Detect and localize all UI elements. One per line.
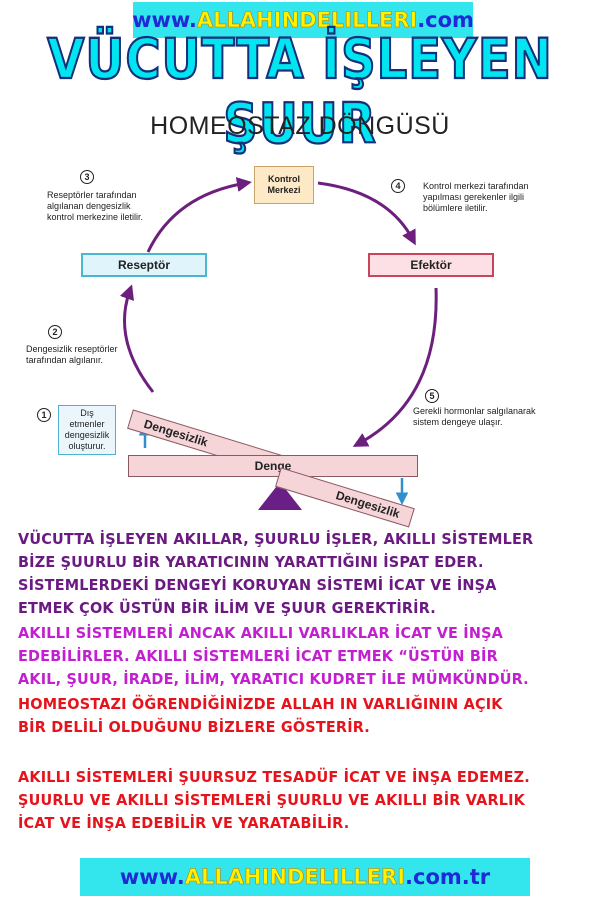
step-3-text: Reseptörler tarafından algılanan dengesi…	[47, 190, 144, 222]
top-url-prefix: www.	[132, 8, 197, 32]
body-line: EDEBİLİRLER. AKILLI SİSTEMLERİ İCAT ETME…	[18, 647, 498, 665]
bottom-url-banner: www.ALLAHINDELILLERI.com.tr	[80, 858, 530, 896]
step-4-text: Kontrol merkezi tarafından yapılması ger…	[423, 181, 529, 213]
body-line: AKILLI SİSTEMLERİ ANCAK AKILLI VARLIKLAR…	[18, 624, 503, 642]
body-line: ŞUURLU VE AKILLI SİSTEMLERİ ŞUURLU VE AK…	[18, 791, 526, 809]
arrow-control-to-effector	[317, 181, 416, 246]
top-url-domain: ALLAHINDELILLERI	[196, 8, 418, 33]
page-title: VÜCUTTA İŞLEYEN ŞUUR	[46, 26, 553, 157]
receptor-label: Reseptör	[117, 258, 170, 272]
step-3-number: 3	[80, 170, 94, 184]
arrow-receptor-to-control	[146, 177, 252, 253]
page-subtitle: HOMEOSTAZ DÖNGÜSÜ	[150, 112, 450, 140]
bottom-url-suffix: .com.tr	[405, 865, 491, 889]
bottom-url-prefix: www.	[119, 865, 185, 889]
arrow-effector-to-balance	[352, 287, 438, 447]
body-line: BİZE ŞUURLU BİR YARATICININ YARATTIĞINI …	[18, 553, 484, 571]
bottom-url-domain: ALLAHINDELILLERI	[184, 865, 406, 890]
step-5-number: 5	[425, 389, 439, 403]
body-line: AKILLI SİSTEMLERİ ŞUURSUZ TESADÜF İCAT V…	[18, 768, 530, 786]
body-line: AKIL, ŞUUR, İRADE, İLİM, YARATICI KUDRET…	[18, 670, 529, 688]
homeostasis-cycle-arrows	[119, 177, 438, 510]
body-line: VÜCUTTA İŞLEYEN AKILLAR, ŞUURLU İŞLER, A…	[18, 530, 534, 548]
receptor-box: Reseptör	[81, 253, 207, 277]
body-line: BİR DELİLİ OLDUĞUNU BİZLERE GÖSTERİR.	[18, 718, 370, 736]
step-2-number: 2	[48, 325, 62, 339]
body-line: ETMEK ÇOK ÜSTÜN BİR İLİM VE ŞUUR GEREKTİ…	[18, 599, 436, 617]
external-factors-box: Dış etmenler dengesizlik oluşturur.	[58, 405, 116, 455]
body-line: SİSTEMLERDEKİ DENGEYİ KORUYAN SİSTEMİ İC…	[18, 576, 497, 594]
effector-label: Efektör	[410, 258, 452, 272]
step-5-text: Gerekli hormonlar salgılanarak sistem de…	[413, 406, 536, 427]
body-line: HOMEOSTAZI ÖĞRENDİĞİNİZDE ALLAH IN VARLI…	[18, 695, 503, 713]
top-url-banner: www.ALLAHINDELILLERI.com	[132, 2, 474, 38]
control-center-box: Kontrol Merkezi	[254, 166, 314, 204]
arrow-imbalance-to-receptor	[119, 284, 155, 393]
step-1-text: Dış etmenler dengesizlik oluşturur.	[64, 408, 110, 451]
step-4-number: 4	[391, 179, 405, 193]
step-2-text: Dengesizlik reseptörler tarafından algıl…	[26, 344, 118, 365]
control-center-label: Kontrol Merkezi	[267, 174, 301, 195]
balance-board: Denge	[128, 455, 418, 477]
step-1-number: 1	[37, 408, 51, 422]
body-line: İCAT VE İNŞA EDEBİLİR VE YARATABİLİR.	[18, 814, 350, 832]
fulcrum-triangle	[258, 482, 302, 510]
top-url-suffix: .com	[417, 8, 474, 32]
effector-box: Efektör	[368, 253, 494, 277]
